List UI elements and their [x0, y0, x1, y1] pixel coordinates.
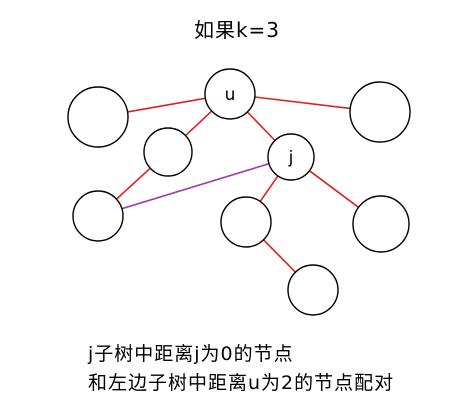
- node-circle-j: [267, 133, 315, 181]
- node-circle-b: [72, 190, 124, 242]
- edge-c-e: [262, 239, 297, 273]
- node-circle-u: [204, 68, 256, 120]
- node-e: [287, 264, 339, 316]
- node-a: [143, 127, 193, 177]
- node-label-u: u: [225, 85, 236, 105]
- node-d: [352, 195, 410, 253]
- node-circle-e: [287, 264, 339, 316]
- node-b: [72, 190, 124, 242]
- node-u: u: [204, 68, 256, 120]
- diagram-title: 如果k=3: [193, 18, 281, 42]
- node-c: [220, 196, 272, 248]
- edge-u-a: [184, 110, 213, 137]
- node-right-leaf: [349, 81, 411, 143]
- edge-j-d: [308, 170, 359, 208]
- node-j: j: [267, 133, 315, 181]
- edge-j-b: [121, 162, 270, 210]
- edge-u-left-leaf: [127, 97, 206, 113]
- edge-u-right-leaf: [254, 96, 351, 110]
- edge-u-j: [246, 111, 276, 142]
- node-label-j: j: [288, 148, 294, 168]
- node-circle-a: [143, 127, 193, 177]
- node-circle-d: [352, 195, 410, 253]
- node-circle-left-leaf: [67, 86, 129, 148]
- edges-layer: [115, 96, 359, 273]
- node-circle-right-leaf: [349, 81, 411, 143]
- nodes-layer: uj: [67, 68, 411, 316]
- node-left-leaf: [67, 86, 129, 148]
- node-circle-c: [220, 196, 272, 248]
- caption-line-1: j子树中距离j为0的节点: [88, 343, 294, 365]
- edge-a-b: [115, 167, 151, 200]
- edge-j-c: [259, 175, 279, 202]
- caption-line-2: 和左边子树中距离u为2的节点配对: [88, 372, 395, 394]
